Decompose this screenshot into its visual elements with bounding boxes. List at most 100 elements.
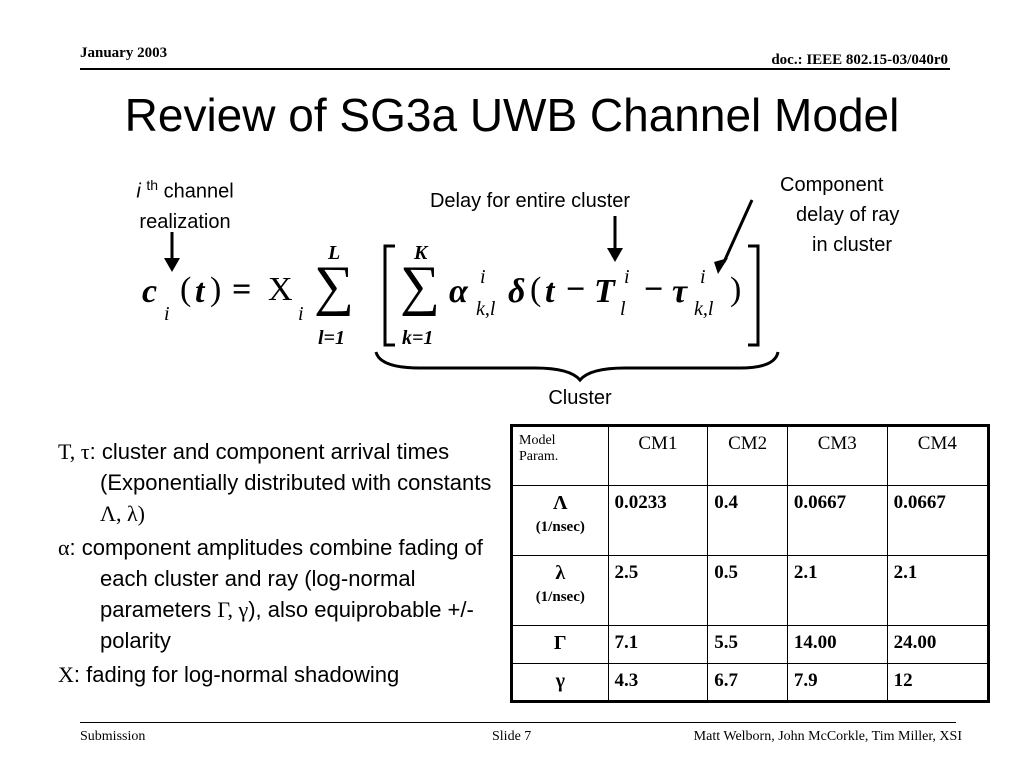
eq-t-2: t bbox=[545, 273, 555, 310]
bullet-shadowing: X: fading for log-normal shadowing bbox=[58, 659, 508, 690]
bullet-3-symbol: X bbox=[58, 662, 74, 687]
table-cell: 6.7 bbox=[707, 663, 788, 702]
footer-slide-number: Slide 7 bbox=[492, 729, 532, 744]
eq-c-sub-i: i bbox=[164, 303, 170, 325]
table-row: Λ (1/nsec) 0.0233 0.4 0.0667 0.0667 bbox=[511, 485, 990, 556]
row-param-lambda: λ (1/nsec) bbox=[511, 555, 609, 626]
param-unit: (1/nsec) bbox=[535, 589, 585, 605]
right-bracket bbox=[748, 244, 760, 347]
table-cell: 7.9 bbox=[786, 663, 888, 702]
slide-title: Review of SG3a UWB Channel Model bbox=[124, 89, 900, 141]
header-date: January 2003 bbox=[80, 45, 168, 61]
bullet-arrival-times: T, τ: cluster and component arrival time… bbox=[58, 436, 508, 529]
header-divider bbox=[80, 68, 950, 70]
eq-tau-sub-kl: k,l bbox=[694, 298, 714, 320]
header-doc-id: doc.: IEEE 802.15-03/040r0 bbox=[771, 52, 948, 68]
eq-X: X bbox=[268, 271, 293, 308]
table-cell: 0.0667 bbox=[886, 485, 990, 556]
eq-T-sub-l: l bbox=[620, 298, 626, 320]
param-symbol: Γ bbox=[553, 632, 567, 654]
eq-T: T bbox=[594, 273, 615, 310]
eq-equals: = bbox=[232, 271, 252, 308]
corner-line1: Model bbox=[519, 433, 556, 448]
bullet-1-symbol: T, τ bbox=[58, 439, 90, 464]
eq-tau-sup-i: i bbox=[700, 266, 706, 288]
param-symbol: Λ bbox=[553, 492, 568, 514]
footer-submission: Submission bbox=[80, 729, 146, 744]
table-cell: 4.3 bbox=[607, 663, 709, 702]
eq-c: c bbox=[142, 273, 158, 310]
eq-t: t bbox=[195, 273, 205, 310]
bullet-2-symbol: α bbox=[58, 535, 70, 560]
left-bracket bbox=[383, 244, 395, 347]
eq-alpha-sup-i: i bbox=[480, 266, 486, 288]
row-param-gamma: γ bbox=[511, 663, 609, 702]
eq-minus-1: − bbox=[566, 271, 586, 308]
footer-authors: Matt Welborn, John McCorkle, Tim Miller,… bbox=[693, 729, 962, 744]
table-cell: 24.00 bbox=[886, 625, 990, 664]
eq-sum1-upper: L bbox=[328, 242, 341, 264]
table-cell: 5.5 bbox=[707, 625, 788, 664]
param-unit: (1/nsec) bbox=[535, 519, 585, 535]
eq-alpha: α bbox=[449, 273, 468, 310]
eq-X-sub-i: i bbox=[298, 303, 304, 325]
eq-alpha-sub-kl: k,l bbox=[476, 298, 496, 320]
eq-paren-close-2: ) bbox=[730, 271, 742, 308]
annotation-delay-cluster: Delay for entire cluster bbox=[429, 190, 631, 212]
table-cell: 0.0667 bbox=[786, 485, 888, 556]
param-symbol: λ bbox=[555, 562, 566, 584]
eq-sum2-lower: k=1 bbox=[402, 327, 434, 349]
ith-line2: realization bbox=[139, 210, 231, 233]
bullet-2-tail: ), also equiprobable +/- polarity bbox=[100, 597, 474, 653]
eq-sum1: ∑ bbox=[314, 255, 354, 317]
table-cell: 0.0233 bbox=[607, 485, 709, 556]
row-param-Lambda: Λ (1/nsec) bbox=[511, 485, 609, 556]
column-header-cm4: CM4 bbox=[886, 425, 990, 486]
table-cell: 14.00 bbox=[786, 625, 888, 664]
column-header-cm3: CM3 bbox=[786, 425, 888, 486]
table-cell: 12 bbox=[886, 663, 990, 702]
table-cell: 7.1 bbox=[607, 625, 709, 664]
annotation-ith-realization: i th channel realization bbox=[100, 170, 270, 237]
row-param-Gamma: Γ bbox=[511, 625, 609, 664]
table-cell: 0.4 bbox=[707, 485, 788, 556]
bullet-2-symbol2: Γ, γ bbox=[217, 597, 249, 622]
bullet-list: T, τ: cluster and component arrival time… bbox=[58, 436, 508, 693]
table-row: λ (1/nsec) 2.5 0.5 2.1 2.1 bbox=[511, 555, 990, 626]
eq-T-sup-i: i bbox=[624, 266, 630, 288]
bullet-amplitudes: α: component amplitudes combine fading o… bbox=[58, 532, 508, 656]
bullet-3-text: : fading for log-normal shadowing bbox=[73, 662, 400, 687]
eq-paren-open-2: ( bbox=[530, 271, 542, 308]
cluster-brace bbox=[374, 351, 780, 383]
annotation-component-delay: Component delay of ray in cluster bbox=[770, 170, 930, 260]
table-row: Γ 7.1 5.5 14.00 24.00 bbox=[511, 625, 990, 664]
eq-paren-close-1: ) bbox=[210, 271, 222, 308]
table-cell: 2.5 bbox=[607, 555, 709, 626]
eq-delta: δ bbox=[508, 273, 526, 310]
bullet-2-text: : component amplitudes combine fading of… bbox=[69, 535, 483, 622]
arrow-realization bbox=[164, 232, 180, 272]
arrow-delay-cluster bbox=[607, 216, 623, 262]
ith-th: th bbox=[146, 177, 159, 193]
param-symbol: γ bbox=[555, 670, 565, 692]
bullet-1-symbol2: Λ, λ) bbox=[100, 501, 145, 526]
arrow-component-delay bbox=[714, 199, 754, 274]
eq-sum2: ∑ bbox=[400, 255, 440, 317]
ith-line1: channel bbox=[163, 180, 234, 203]
component-line1: Component bbox=[780, 174, 884, 196]
eq-sum2-upper: K bbox=[414, 242, 428, 264]
eq-tau: τ bbox=[672, 273, 688, 310]
component-line3: in cluster bbox=[812, 234, 893, 256]
table-row: γ 4.3 6.7 7.9 12 bbox=[511, 663, 990, 702]
table-cell: 0.5 bbox=[707, 555, 788, 626]
footer-divider bbox=[80, 722, 956, 723]
table-cell: 2.1 bbox=[786, 555, 888, 626]
column-header-cm1: CM1 bbox=[607, 425, 709, 486]
eq-sum1-lower: l=1 bbox=[318, 327, 345, 349]
table-cell: 2.1 bbox=[886, 555, 990, 626]
component-line2: delay of ray bbox=[796, 204, 900, 226]
